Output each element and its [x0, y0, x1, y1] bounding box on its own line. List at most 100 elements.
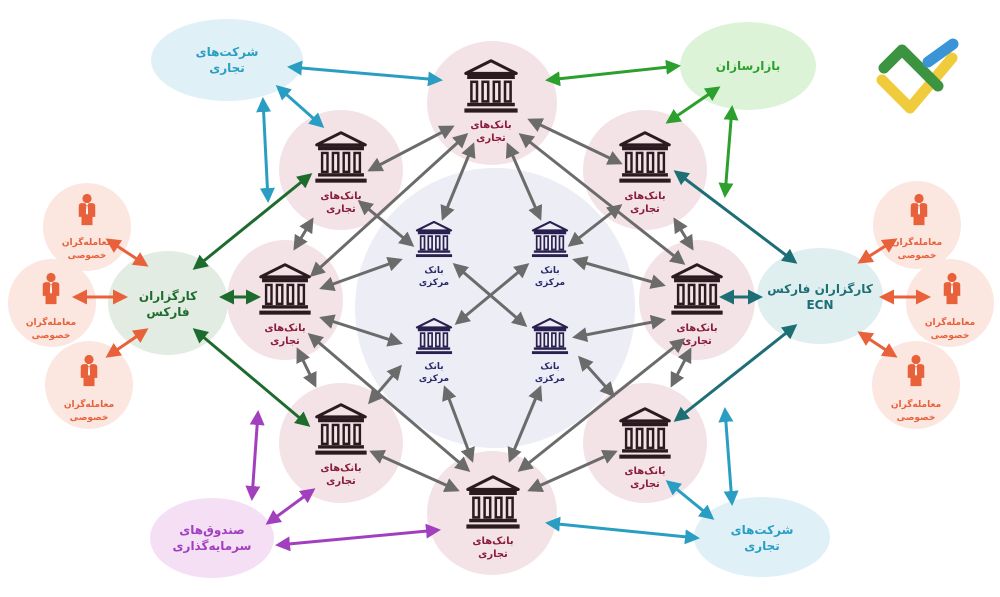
arrow-funds-forex — [245, 410, 265, 501]
arrow-forex-bank-lower-left — [192, 328, 311, 427]
arrow-companies-top-bank-upper-left — [275, 85, 325, 128]
companies-label-line2: تجاری — [209, 61, 245, 75]
arrow-bank-mid-right-central-4 — [572, 314, 666, 343]
arrow-companies-bottom-bank-bottom — [545, 516, 700, 545]
commercial-bank-label-line2: تجاری — [476, 133, 506, 144]
forex-brokers-label-line1: کارگزاران — [139, 289, 197, 303]
commercial-bank-label-line2: تجاری — [326, 476, 356, 487]
private-trader-label-line1: معامله‌گران — [64, 398, 114, 410]
commercial-bank-label-line1: بانک‌های — [264, 323, 305, 334]
central-bank-2: بانک مرکزی — [531, 220, 569, 288]
commercial-bank-label-line2: تجاری — [682, 336, 712, 347]
arrows-funds — [245, 410, 441, 552]
private-trader-left-2: معامله‌گران خصوصی — [26, 272, 76, 341]
private-trader-label-line2: خصوصی — [70, 413, 109, 423]
commercial-bank-label-line2: تجاری — [270, 336, 300, 347]
private-trader-label-line1: معامله‌گران — [26, 316, 76, 328]
private-trader-label-line1: معامله‌گران — [892, 236, 942, 248]
commercial-bank-label-line1: بانک‌های — [320, 191, 361, 202]
arrow-bank-mid-left-central-1 — [319, 256, 403, 292]
forex-brokers-label-line2: فارکس — [146, 305, 189, 319]
commercial-bank-label-line1: بانک‌های — [472, 536, 513, 547]
private-trader-right-2: معامله‌گران خصوصی — [925, 272, 975, 341]
node-bg-companies-bottom — [694, 497, 830, 577]
commercial-bank-mid-right: بانک‌های تجاری — [669, 263, 725, 347]
arrow-central-1-bank-upper-left — [357, 200, 415, 247]
arrow-central-2-central-3 — [454, 263, 530, 325]
arrows-traders — [72, 238, 931, 358]
arrow-bank-top-central-2 — [505, 142, 543, 221]
central-bank-1: بانک مرکزی — [415, 220, 453, 288]
arrows-ecn-brokers — [673, 170, 798, 422]
arrow-ecn-bank-lower-right — [673, 324, 798, 422]
arrow-companies-top-bank-top — [287, 60, 443, 87]
node-bg-forex-brokers — [108, 251, 228, 355]
arrow-bank-top-central-1 — [440, 142, 476, 221]
commercial-bank-lower-left: بانک‌های تجاری — [313, 403, 369, 487]
arrow-bank-bottom-central-4 — [507, 385, 543, 463]
arrow-companies-top-forex — [256, 97, 275, 203]
central-bank-label-line2: مرکزی — [419, 278, 449, 288]
arrow-bank-bottom-mid-right — [517, 338, 686, 472]
arrow-ecn-bank-upper-right — [673, 170, 798, 264]
arrow-funds-bank-bottom — [275, 523, 441, 552]
litefinance-logo-icon — [876, 38, 959, 114]
arrow-forex-bank-upper-left — [192, 173, 313, 270]
market-makers: بازارسازان — [716, 59, 781, 73]
arrow-companies-bottom-ecn — [718, 407, 739, 506]
arrow-trader-right-1-ecn — [857, 238, 898, 264]
arrow-central-2-bank-upper-right — [567, 204, 623, 247]
arrow-mm-ecn — [718, 105, 739, 198]
companies-bottom: شرکت‌های تجاری — [731, 523, 794, 553]
ecn-brokers-label-line1: کارگزاران فارکس — [767, 282, 873, 296]
node-bg-ecn-brokers — [757, 248, 883, 344]
arrows-interbank — [293, 118, 694, 492]
investment-funds: صندوق‌های سرمایه‌گذاری — [173, 523, 252, 553]
private-trader-label-line2: خصوصی — [897, 413, 936, 423]
arrow-bank-mid-right-central-2 — [572, 256, 666, 289]
central-bank-label-line2: مرکزی — [535, 278, 565, 288]
companies-top: شرکت‌های تجاری — [196, 45, 259, 75]
private-trader-label-line1: معامله‌گران — [925, 316, 975, 328]
private-trader-label-line1: معامله‌گران — [891, 398, 941, 410]
arrow-companies-bottom-bank-lower-right — [665, 480, 715, 520]
node-bg-funds — [150, 498, 274, 578]
commercial-bank-top: بانک‌های تجاری — [462, 59, 520, 144]
private-trader-label-line2: خصوصی — [898, 251, 937, 261]
private-trader-label-line2: خصوصی — [931, 331, 970, 341]
commercial-bank-upper-left: بانک‌های تجاری — [313, 131, 369, 215]
ecn-brokers: کارگزاران فارکس ECN — [767, 282, 873, 312]
arrow-trader-right-3-ecn — [857, 331, 898, 358]
private-trader-right-1: معامله‌گران خصوصی — [892, 193, 942, 261]
private-trader-left-1: معامله‌گران خصوصی — [62, 193, 112, 261]
commercial-bank-label-line2: تجاری — [478, 549, 508, 560]
market-makers-label: بازارسازان — [716, 59, 781, 73]
commercial-bank-upper-right: بانک‌های تجاری — [617, 131, 673, 215]
arrow-trader-left-3-forex — [105, 328, 149, 358]
forex-brokers: کارگزاران فارکس — [139, 289, 197, 319]
arrow-mm-bank-upper-right — [665, 86, 721, 124]
private-trader-right-3: معامله‌گران خصوصی — [891, 354, 941, 423]
commercial-bank-label-line1: بانک‌های — [676, 323, 717, 334]
central-bank-3: بانک مرکزی — [415, 317, 453, 384]
central-bank-label-line2: مرکزی — [419, 374, 449, 384]
arrow-mm-bank-top — [545, 59, 681, 87]
central-banks-zone — [355, 168, 635, 448]
commercial-bank-label-line2: تجاری — [630, 479, 660, 490]
arrow-bank-top-mid-right — [518, 133, 686, 265]
arrows-forex-brokers — [192, 173, 313, 427]
central-bank-label-line2: مرکزی — [535, 374, 565, 384]
funds-label-line2: سرمایه‌گذاری — [173, 539, 252, 553]
arrow-trader-left-1-forex — [105, 238, 149, 267]
private-trader-label-line2: خصوصی — [32, 331, 71, 341]
commercial-bank-bottom: بانک‌های تجاری — [464, 475, 522, 560]
companies-label-line2: تجاری — [744, 539, 780, 553]
private-trader-left-3: معامله‌گران خصوصی — [64, 354, 114, 423]
funds-label-line1: صندوق‌های — [179, 523, 244, 538]
arrow-funds-bank-lower-left — [265, 488, 316, 525]
companies-label-line1: شرکت‌های — [731, 523, 794, 537]
central-bank-label-line1: بانک — [424, 266, 443, 276]
central-bank-label-line1: بانک — [540, 362, 559, 372]
private-trader-label-line2: خصوصی — [68, 251, 107, 261]
